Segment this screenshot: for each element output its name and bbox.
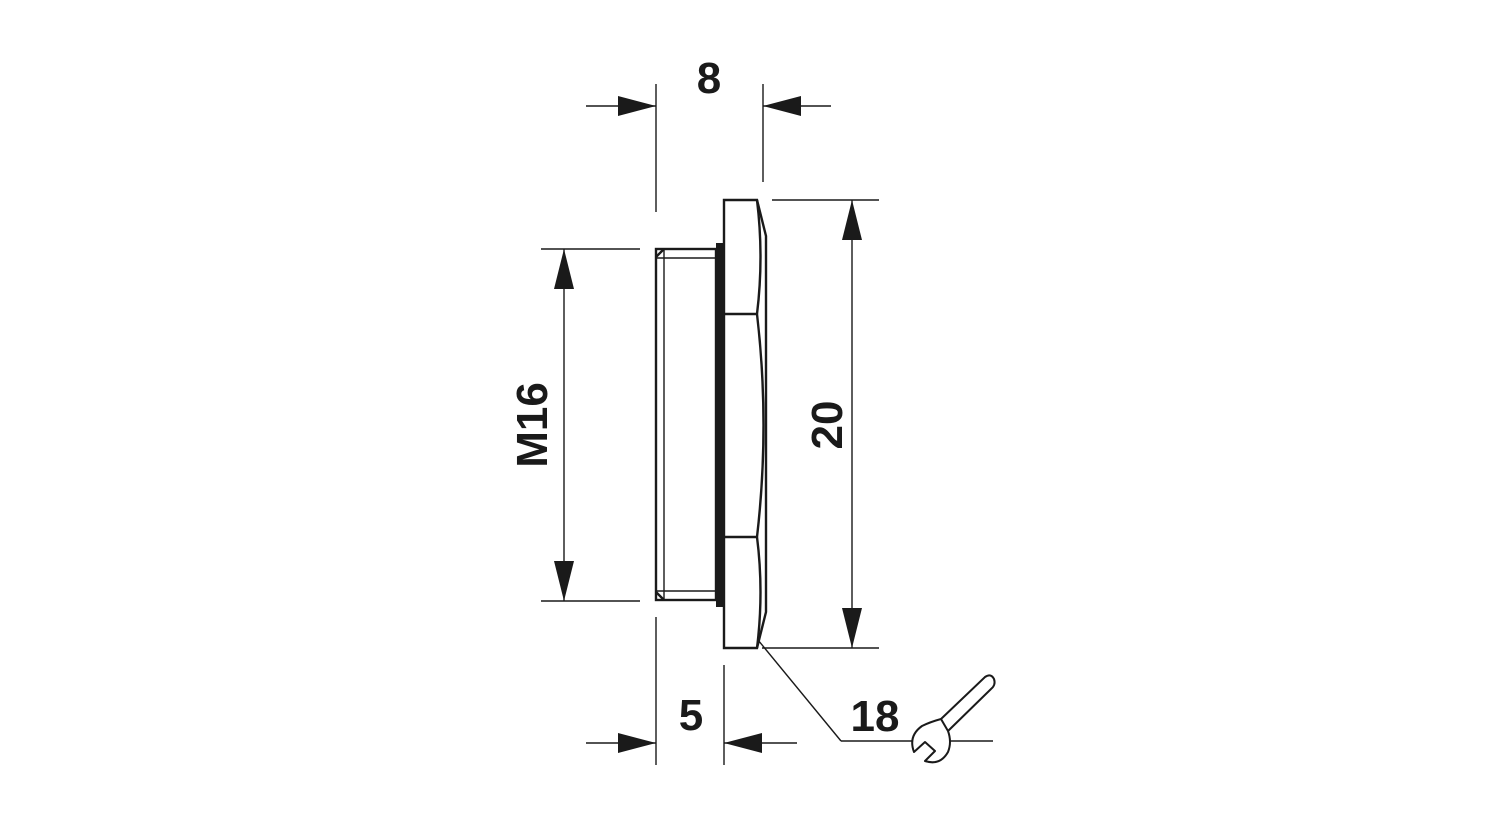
wrench-size-label: 18 [851,692,900,741]
arrowhead [763,96,801,116]
threaded-body [654,247,718,602]
hex-flange [722,198,768,650]
arrowhead [618,96,656,116]
arrowhead [842,608,862,648]
wrench-size-callout: 18 [757,639,996,764]
dimension-total-length: 8 [586,54,831,212]
flange-diameter-label: 20 [803,401,852,450]
arrowhead [554,249,574,289]
dimension-thread-size: M16 [508,248,640,602]
thread-size-label: M16 [508,382,557,468]
arrowhead [724,733,762,753]
part-outline [654,198,768,650]
arrowhead [554,561,574,601]
arrowhead [842,200,862,240]
thread-length-label: 5 [679,691,703,740]
arrowhead [618,733,656,753]
wrench-icon [911,674,996,764]
total-length-label: 8 [697,54,721,103]
dimension-flange-diameter: 20 [762,199,879,649]
dimension-thread-length: 5 [586,617,797,765]
gasket [716,243,724,607]
